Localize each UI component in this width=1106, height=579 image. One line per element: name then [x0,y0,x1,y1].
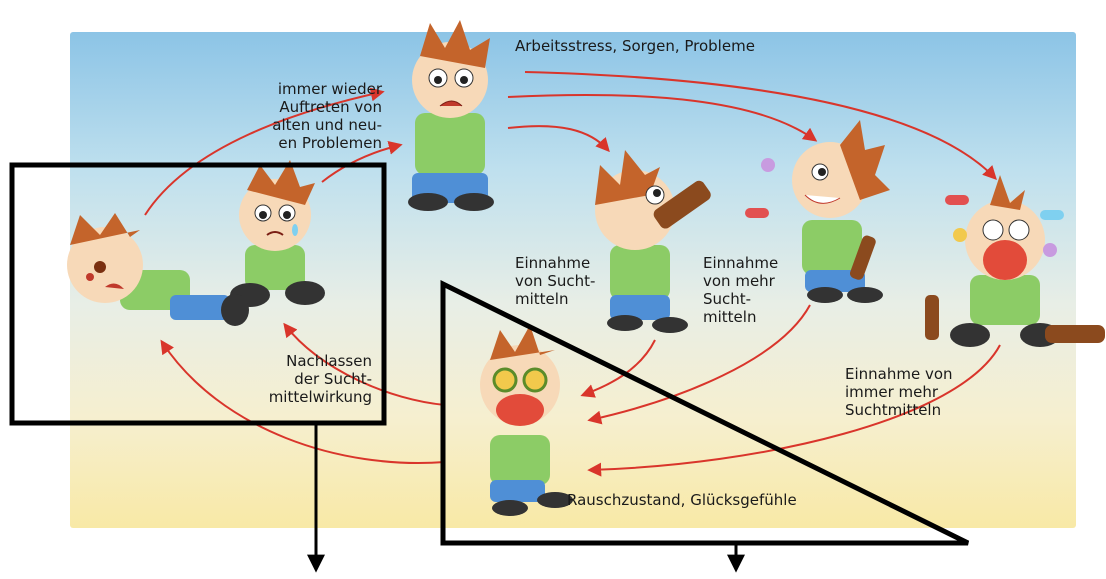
label-recurring-problems: immer wieder Auftreten von alten und neu… [212,80,382,152]
label-line: mitteln [515,290,569,308]
label-line: mitteln [703,308,757,326]
arrow-overdose-to-euphoric [587,344,1001,477]
pill-boy-icon [745,120,890,303]
label-line: Einnahme [703,254,779,272]
label-line: der Sucht- [294,370,372,388]
label-line: Auftreten von [279,98,382,116]
highlight-triangle [440,279,970,546]
arrow-stress-to-drinking [507,125,610,153]
label-line: von Sucht- [515,272,596,290]
label-wearing-off: Nachlassen der Sucht- mittelwirkung [200,352,372,406]
arrow-stress-to-pills [507,93,818,142]
highlight-box [9,162,387,426]
label-line: immer wieder [277,80,382,98]
label-line: immer mehr [845,383,939,401]
arrow-problems-to-stress [144,87,385,216]
black-overlay [9,162,970,573]
arrow-euphoric-to-lying [160,339,446,464]
arrow-euphoric-to-sad [283,322,446,406]
label-line: Sucht- [703,290,752,308]
overdosed-boy-icon [925,175,1105,347]
arrow-drinking-to-euphoric [580,339,656,398]
label-intake: Einnahme von Sucht- mitteln [515,254,595,308]
label-intake-even-more: Einnahme von immer mehr Suchtmitteln [845,365,953,419]
sad-boy-icon [230,160,325,307]
drinking-boy-icon [595,150,711,333]
arrow-sad-to-stress [321,140,403,183]
stressed-boy-icon [408,20,494,211]
label-line: Nachlassen [286,352,372,370]
label-line: von mehr [703,272,775,290]
diagram-background [70,32,1076,528]
cycle-arrows [144,71,1001,477]
label-intake-more: Einnahme von mehr Sucht- mitteln [703,254,778,326]
arrow-stress-to-overdose [524,71,997,181]
label-line: en Problemen [278,134,382,152]
arrow-pills-to-euphoric [587,304,811,425]
euphoric-boy-icon [480,325,573,516]
label-intoxication: Rauschzustand, Glücksgefühle [567,491,797,509]
lying-boy-icon [67,213,249,326]
label-stress: Arbeitsstress, Sorgen, Probleme [515,37,755,55]
label-line: alten und neu- [272,116,382,134]
label-line: Einnahme [515,254,591,272]
label-line: Suchtmitteln [845,401,942,419]
label-line: mittelwirkung [268,388,372,406]
label-line: Einnahme von [845,365,953,383]
